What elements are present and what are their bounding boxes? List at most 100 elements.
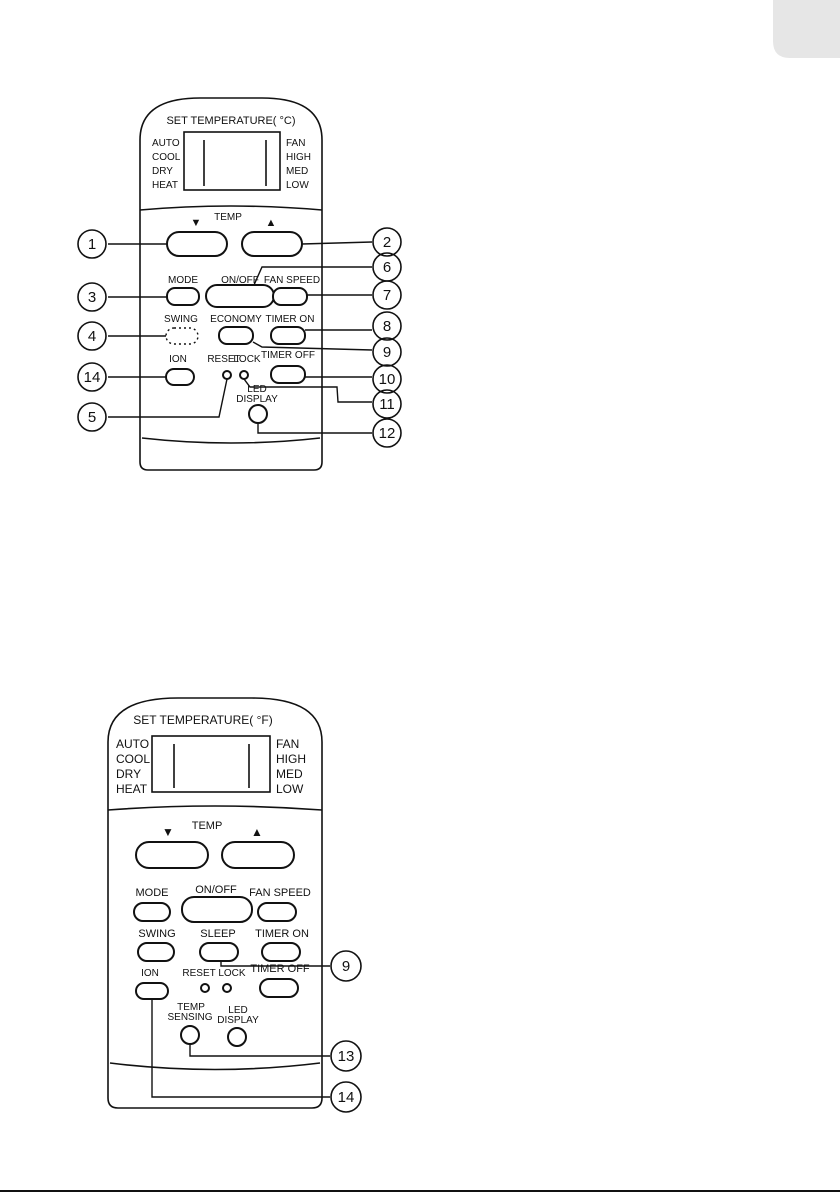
economy-button[interactable] — [218, 326, 254, 345]
svg-text:8: 8 — [383, 318, 391, 335]
callout-9: 9 — [330, 950, 362, 982]
callout-leader — [257, 423, 372, 434]
timer-on-label: TIMER ON — [255, 928, 309, 940]
mode-label-dry: DRY — [152, 166, 173, 177]
callout-leader — [253, 266, 372, 286]
timer-off-button[interactable] — [259, 978, 299, 998]
timer-off-label: TIMER OFF — [250, 963, 310, 975]
timer-off-button[interactable] — [270, 365, 306, 384]
mode-label-heat: HEAT — [116, 782, 148, 796]
on-off-button[interactable] — [181, 896, 253, 923]
callout-11: 11 — [372, 389, 402, 419]
fan-speed-button[interactable] — [272, 287, 308, 306]
temp-up-button[interactable] — [241, 231, 303, 257]
mode-label: MODE — [136, 887, 169, 899]
callout-5: 5 — [77, 402, 107, 432]
callout-3: 3 — [77, 282, 107, 312]
svg-text:6: 6 — [383, 259, 391, 276]
fan-label-med: MED — [276, 767, 303, 781]
fan-label-med: MED — [286, 166, 308, 177]
callout-2: 2 — [372, 227, 402, 257]
temp-sensing-button[interactable] — [180, 1025, 200, 1045]
reset-label: RESET — [207, 354, 240, 365]
callout-8: 8 — [372, 311, 402, 341]
callout-leader — [189, 1044, 330, 1057]
timer-on-button[interactable] — [261, 942, 301, 962]
remote-divider — [141, 437, 321, 444]
svg-text:7: 7 — [383, 287, 391, 304]
led-display-button[interactable] — [248, 404, 268, 424]
remote-divider — [107, 805, 323, 811]
swing-label: SWING — [138, 928, 175, 940]
callout-leader — [301, 241, 373, 245]
lcd-display — [183, 131, 281, 191]
led-display-button[interactable] — [227, 1027, 247, 1047]
svg-text:2: 2 — [383, 234, 391, 251]
callout-leader — [252, 341, 373, 351]
lcd-display — [151, 735, 271, 793]
page-tab — [773, 0, 840, 58]
remote-body — [107, 697, 323, 1109]
ion-button[interactable] — [135, 982, 169, 1000]
callout-14: 14 — [330, 1081, 362, 1113]
callout-6: 6 — [372, 252, 402, 282]
callout-14: 14 — [77, 362, 107, 392]
callout-leader — [220, 961, 330, 967]
temp-up-arrow: ▲ — [251, 825, 263, 839]
svg-text:4: 4 — [88, 328, 96, 345]
temp-up-button[interactable] — [221, 841, 295, 869]
on-off-label: ON/OFF — [195, 884, 237, 896]
svg-text:5: 5 — [88, 409, 96, 426]
svg-text:14: 14 — [84, 369, 101, 386]
fan-label-fan: FAN — [286, 138, 305, 149]
remote-body — [139, 97, 323, 471]
display-title: SET TEMPERATURE( °C) — [166, 115, 295, 127]
lock-button[interactable] — [222, 983, 232, 993]
swing-button[interactable] — [165, 327, 199, 345]
swing-button[interactable] — [137, 942, 175, 962]
timer-on-button[interactable] — [270, 326, 306, 345]
led-label: LED — [247, 384, 266, 395]
callout-10: 10 — [372, 364, 402, 394]
temp-down-arrow: ▼ — [191, 217, 202, 229]
svg-text:14: 14 — [338, 1089, 355, 1106]
reset-button[interactable] — [200, 983, 210, 993]
temp-sensing-label: SENSING — [167, 1012, 212, 1023]
svg-text:3: 3 — [88, 289, 96, 306]
fan-speed-label: FAN SPEED — [249, 887, 311, 899]
ion-button[interactable] — [165, 368, 195, 386]
on-off-label: ON/OFF — [221, 275, 259, 286]
sleep-button[interactable] — [199, 942, 239, 962]
temp-label: TEMP — [192, 820, 223, 832]
temp-down-button[interactable] — [166, 231, 228, 257]
on-off-button[interactable] — [205, 284, 275, 308]
svg-text:9: 9 — [383, 344, 391, 361]
display-title: SET TEMPERATURE( °F) — [133, 713, 272, 727]
temp-down-button[interactable] — [135, 841, 209, 869]
mode-label-auto: AUTO — [116, 737, 149, 751]
svg-text:13: 13 — [338, 1048, 355, 1065]
remote-celsius: SET TEMPERATURE( °C) AUTO COOL DRY HEAT … — [77, 97, 402, 471]
ion-label: ION — [169, 354, 187, 365]
callout-7: 7 — [372, 280, 402, 310]
remote-divider — [109, 1062, 321, 1071]
callout-12: 12 — [372, 418, 402, 448]
reset-lock-label: RESET LOCK — [182, 968, 245, 979]
temp-down-arrow: ▼ — [162, 825, 174, 839]
fan-speed-button[interactable] — [257, 902, 297, 922]
fan-label-low: LOW — [276, 782, 304, 796]
mode-button[interactable] — [133, 902, 171, 922]
callout-leader — [243, 378, 372, 403]
svg-text:9: 9 — [342, 958, 350, 975]
lock-button[interactable] — [239, 370, 249, 380]
display-label: DISPLAY — [236, 394, 278, 405]
temp-sensing-label: TEMP — [177, 1002, 205, 1013]
callout-1: 1 — [77, 229, 107, 259]
temp-up-arrow: ▲ — [266, 217, 277, 229]
mode-button[interactable] — [166, 287, 200, 306]
fan-label-high: HIGH — [286, 152, 311, 163]
svg-text:11: 11 — [379, 396, 395, 413]
mode-label: MODE — [168, 275, 198, 286]
reset-button[interactable] — [222, 370, 232, 380]
